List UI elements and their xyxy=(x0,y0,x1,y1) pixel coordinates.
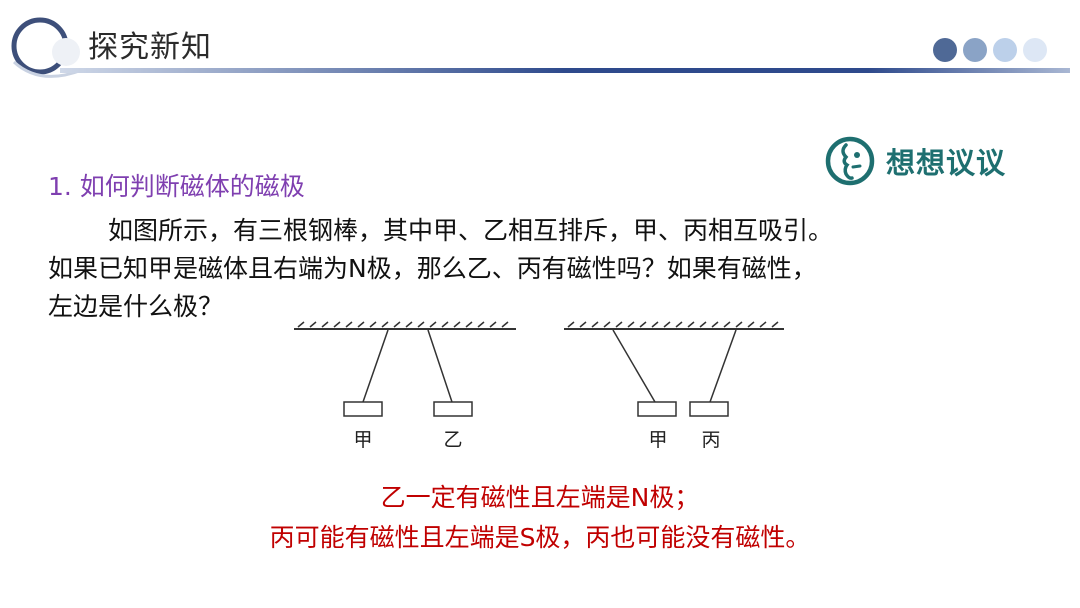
steel-bar-jia xyxy=(637,401,677,417)
string xyxy=(362,329,389,403)
bar-label: 甲 xyxy=(353,429,372,451)
steel-bar-yi xyxy=(433,401,473,417)
question-line: 如果已知甲是磁体且右端为N极，那么乙、丙有磁性吗？如果有磁性， xyxy=(48,254,817,283)
bar-label: 丙 xyxy=(701,429,720,451)
thinking-head-icon xyxy=(825,136,875,186)
answer-text: 乙一定有磁性且左端是N极； 丙可能有磁性且左端是S极，丙也可能没有磁性。 xyxy=(0,478,1080,558)
string xyxy=(709,329,737,403)
header-divider xyxy=(60,68,1070,73)
hanging-bars-figure: 甲 乙 甲 丙 xyxy=(294,321,784,451)
steel-bar-bing xyxy=(689,401,729,417)
question-line: 左边是什么极？ xyxy=(48,292,224,321)
bar-label: 乙 xyxy=(443,429,462,451)
string xyxy=(427,329,453,403)
right-ceiling xyxy=(564,321,784,330)
page-title: 探究新知 xyxy=(88,30,212,65)
question-line: 如图所示，有三根钢棒，其中甲、乙相互排斥，甲、丙相互吸引。 xyxy=(108,216,834,245)
header-logo-icon xyxy=(11,17,83,78)
section-subheading: 1. 如何判断磁体的磁极 xyxy=(48,172,305,201)
progress-dots-icon xyxy=(933,38,1047,62)
answer-line: 乙一定有磁性且左端是N极； xyxy=(380,483,700,512)
left-ceiling xyxy=(294,321,516,330)
string xyxy=(612,329,656,403)
question-text: 如图所示，有三根钢棒，其中甲、乙相互排斥，甲、丙相互吸引。 如果已知甲是磁体且右… xyxy=(48,212,968,326)
steel-bar-jia xyxy=(343,401,383,417)
badge-label: 想想议议 xyxy=(886,146,1007,180)
think-discuss-badge: 想想议议 xyxy=(824,135,1006,187)
answer-line: 丙可能有磁性且左端是S极，丙也可能没有磁性。 xyxy=(269,523,811,552)
bar-label: 甲 xyxy=(648,429,667,451)
